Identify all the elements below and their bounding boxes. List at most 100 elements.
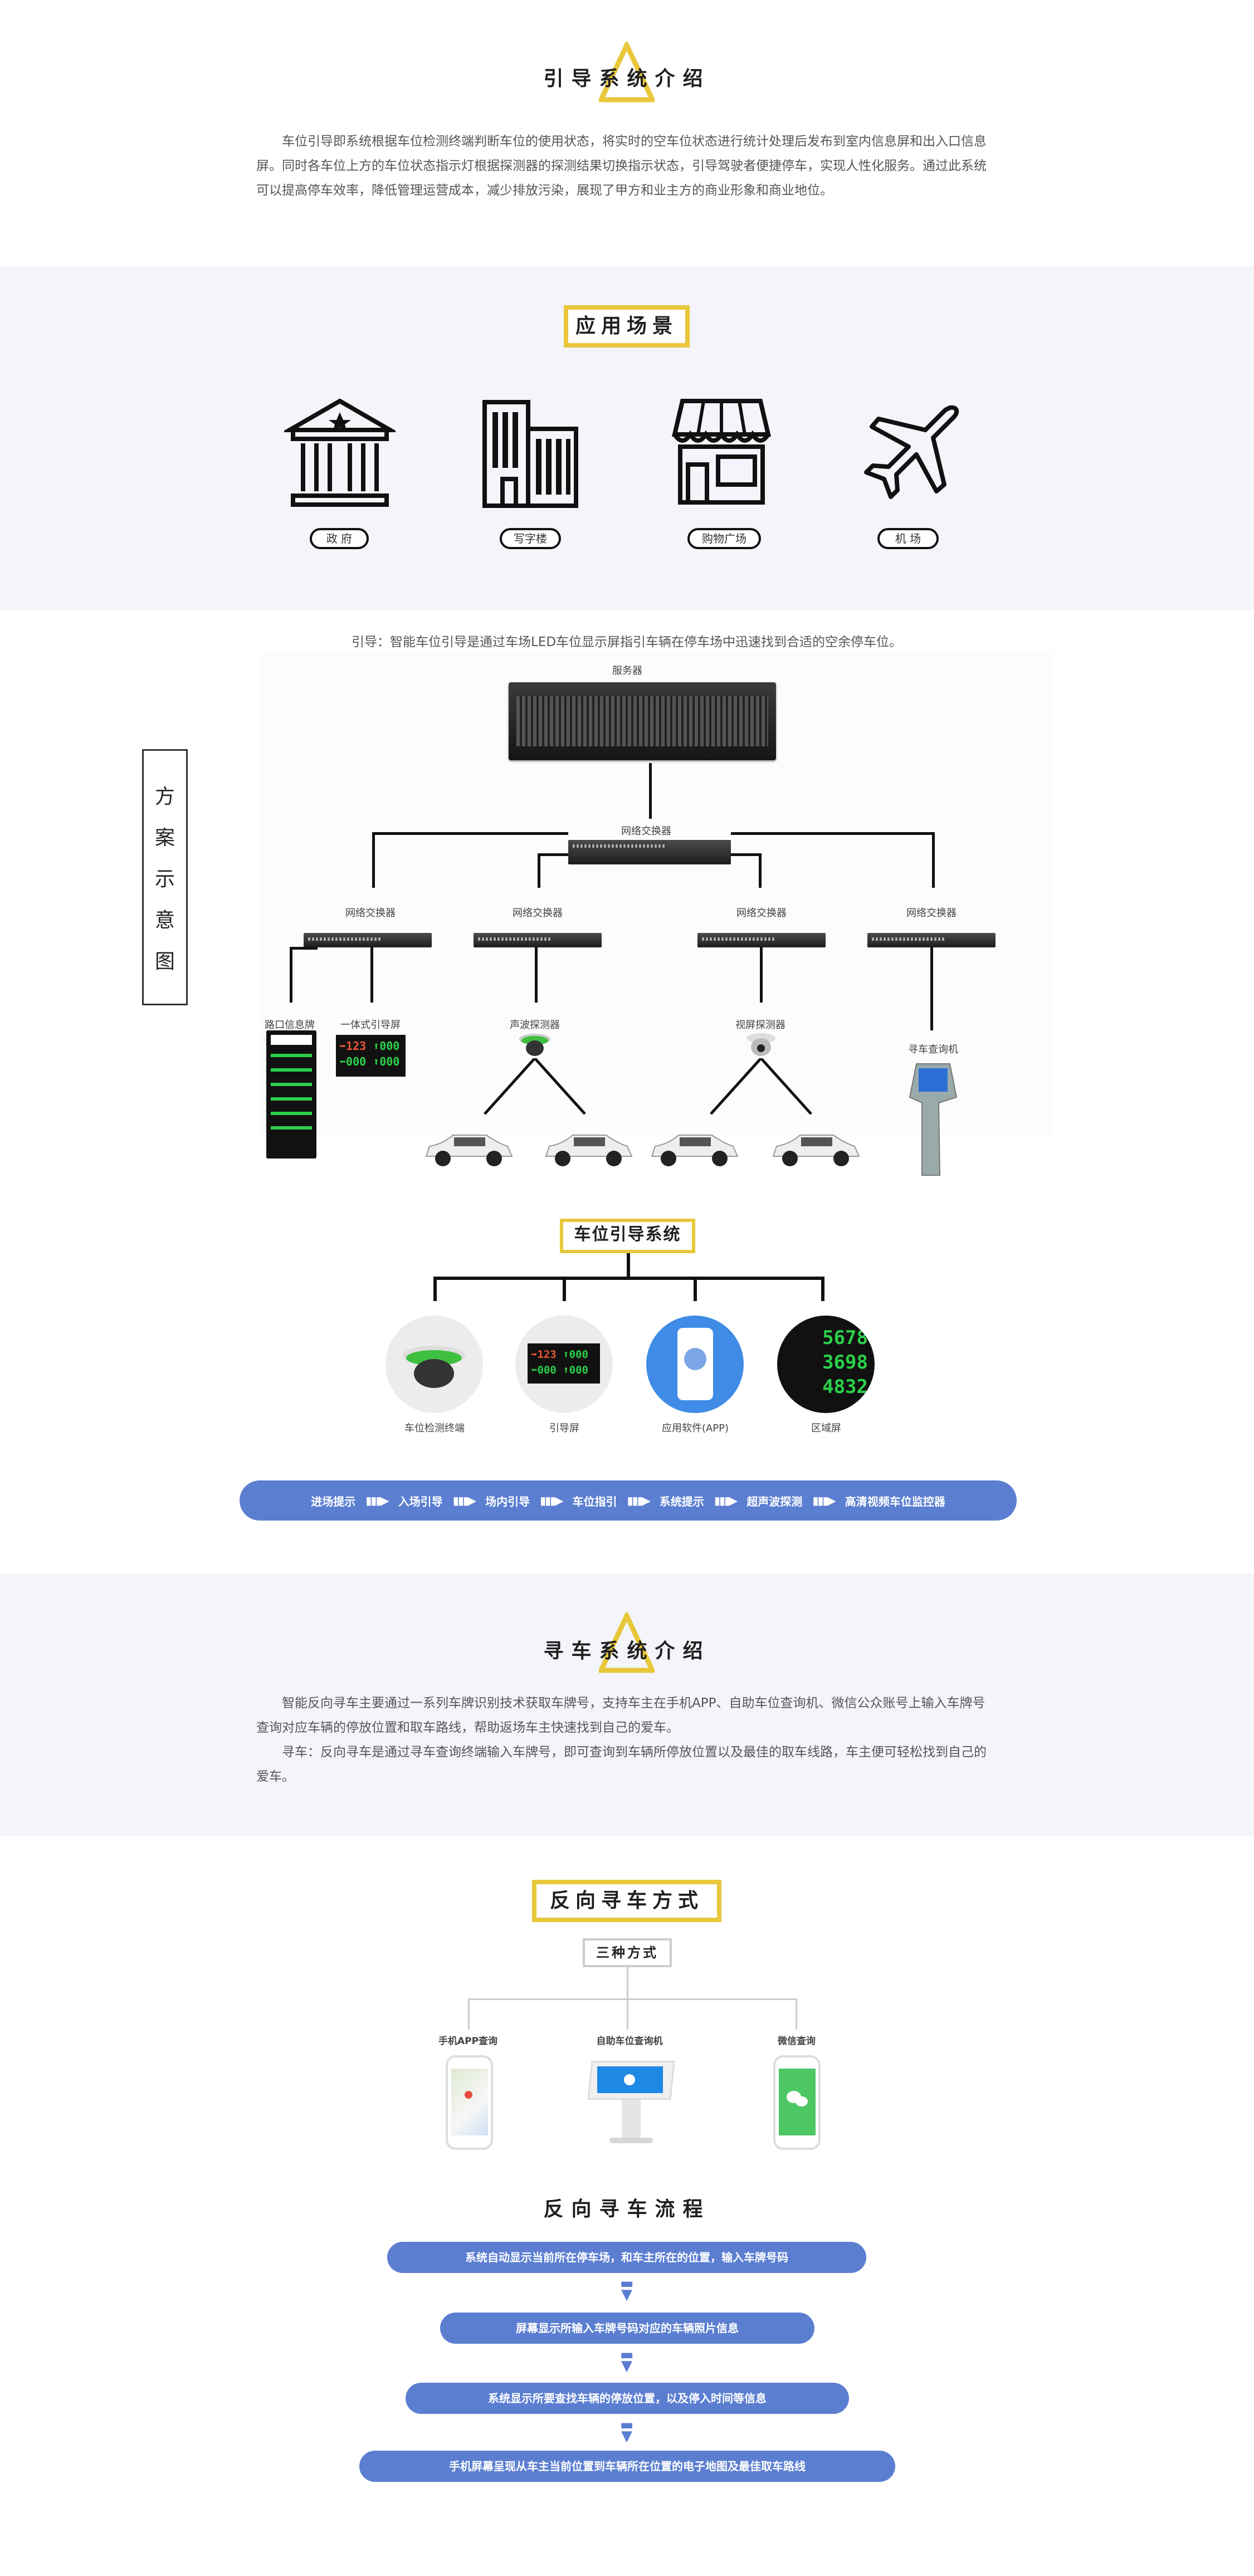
scheme-caption: 引导：智能车位引导是通过车场LED车位显示屏指引车辆在停车场中迅速找到合适的空余… xyxy=(351,635,902,649)
guidance-item-label: 引导屏 xyxy=(549,1423,579,1434)
kiosk-label: 寻车查询机 xyxy=(908,1044,958,1055)
region-number: 4832 xyxy=(822,1376,868,1398)
connector-line xyxy=(760,947,763,1003)
guidance-flow-bar: 进场提示▮▮▮▶ 入场引导▮▮▮▶ 场内引导▮▮▮▶ 车位指引▮▮▮▶ 系统提示… xyxy=(240,1480,1017,1521)
connector-line xyxy=(563,1277,566,1301)
video-detector-label: 视屏探测器 xyxy=(735,1019,785,1031)
connector-line xyxy=(468,1998,470,2030)
intro-title: 引导系统介绍 xyxy=(543,67,711,90)
connector-line xyxy=(538,853,568,856)
side-char: 案 xyxy=(154,827,175,849)
guide-screen-value: 000 xyxy=(569,1348,589,1361)
region-screen-image: 5678 3698 4832 xyxy=(777,1316,875,1413)
flow-arrow-icon: ▮▮▮▶ xyxy=(714,1494,738,1507)
app-phone-icon xyxy=(446,2055,493,2150)
core-switch-label: 网络交换器 xyxy=(621,825,671,837)
detector-terminal-image xyxy=(386,1316,483,1413)
guidance-item-label: 区域屏 xyxy=(811,1423,841,1434)
down-arrow-icon: ▬▼ xyxy=(619,2347,634,2374)
scene-label-office: 写字楼 xyxy=(500,528,561,549)
find-title: 寻车系统介绍 xyxy=(543,1640,711,1663)
region-number: 5678 xyxy=(822,1327,868,1349)
reverse-flow-title: 反向寻车流程 xyxy=(543,2198,711,2221)
reverse-step-3: 系统显示所要查找车辆的停放位置，以及停入时间等信息 xyxy=(406,2383,849,2414)
region-number: 3698 xyxy=(822,1351,868,1373)
wechat-phone-icon xyxy=(773,2055,821,2150)
connector-line xyxy=(372,832,375,888)
guide-screen-value: 000 xyxy=(537,1364,557,1376)
entrance-sign-label: 路口信息牌 xyxy=(265,1019,315,1031)
connector-line xyxy=(932,832,935,888)
guide-screen-value: 123 xyxy=(346,1039,367,1053)
connector-line xyxy=(759,853,762,888)
guidance-item-label: 应用软件(APP) xyxy=(661,1423,729,1434)
guide-screen-panel: ➡123 ⬆000 ⬅000 ⬆000 xyxy=(336,1035,406,1077)
connector-line xyxy=(731,832,935,835)
switch-label: 网络交换器 xyxy=(345,907,396,919)
car-icon xyxy=(772,1135,860,1166)
government-building-icon xyxy=(284,398,396,507)
connector-line xyxy=(433,1277,823,1280)
scene-label-mall: 购物广场 xyxy=(687,528,761,549)
airplane-icon xyxy=(864,405,959,499)
reverse-step-2: 屏幕显示所输入车牌号码对应的车辆照片信息 xyxy=(440,2313,814,2344)
video-detector-icon xyxy=(746,1033,775,1056)
connector-line xyxy=(796,1998,797,2030)
office-building-icon xyxy=(482,400,578,508)
connector-line xyxy=(627,1253,630,1278)
app-image xyxy=(646,1316,744,1413)
guide-screen-value: 000 xyxy=(379,1039,400,1053)
entrance-sign-tower xyxy=(266,1030,316,1159)
shopping-mall-icon xyxy=(671,399,772,505)
flow-step: 场内引导 xyxy=(485,1494,530,1508)
find-text-2: 寻车：反向寻车是通过寻车查询终端输入车牌号，即可查询到车辆所停放位置以及最佳的取… xyxy=(256,1745,987,1784)
flow-arrow-icon: ▮▮▮▶ xyxy=(627,1494,651,1507)
side-char: 意 xyxy=(154,909,175,932)
connector-line xyxy=(370,947,373,1003)
network-switch xyxy=(304,933,432,947)
reverse-step-4: 手机屏幕呈现从车主当前位置到车辆所在位置的电子地图及最佳取车路线 xyxy=(359,2451,895,2482)
scene-label-airport: 机 场 xyxy=(877,528,939,549)
guide-screen-value: 000 xyxy=(569,1364,589,1376)
guidance-item-label: 车位检测终端 xyxy=(404,1423,465,1434)
side-char: 方 xyxy=(154,785,175,808)
kiosk-machine-icon xyxy=(587,2061,675,2144)
down-arrow-icon: ▬▼ xyxy=(619,2275,634,2303)
reverse-step-1: 系统自动显示当前所在停车场，和车主所在的位置，输入车牌号码 xyxy=(387,2242,866,2273)
method-label-kiosk: 自助车位查询机 xyxy=(596,2036,663,2047)
core-switch xyxy=(568,840,731,864)
triangle-decoration-icon xyxy=(599,1612,655,1673)
network-switch xyxy=(697,933,826,947)
flow-arrow-icon: ▮▮▮▶ xyxy=(452,1494,476,1507)
car-icon xyxy=(545,1135,633,1166)
guide-screen-image: ➡123 ⬆000 ⬅000 ⬆000 xyxy=(515,1316,613,1413)
down-arrow-icon: ▬▼ xyxy=(619,2417,634,2445)
find-text-1: 智能反向寻车主要通过一系列车牌识别技术获取车牌号，支持车主在手机APP、自助车位… xyxy=(256,1696,985,1735)
guide-screen-value: 000 xyxy=(379,1055,400,1068)
connector-line xyxy=(290,947,292,1003)
ultrasonic-detector-icon xyxy=(519,1034,550,1056)
triangle-decoration-icon xyxy=(599,42,655,102)
kiosk-icon xyxy=(909,1063,958,1176)
guide-screen-label: 一体式引导屏 xyxy=(340,1019,401,1031)
connector-line xyxy=(538,853,540,888)
flow-arrow-icon: ▮▮▮▶ xyxy=(812,1494,836,1507)
network-switch xyxy=(867,933,996,947)
scheme-side-title-box: 方 案 示 意 图 xyxy=(142,749,188,1005)
reverse-title: 反向寻车方式 xyxy=(532,1880,721,1922)
flow-step: 系统提示 xyxy=(659,1494,704,1508)
connector-line xyxy=(649,763,652,819)
phone-icon xyxy=(677,1328,713,1400)
guide-screen-value: 000 xyxy=(346,1055,367,1068)
switch-label: 网络交换器 xyxy=(906,907,957,919)
connector-line xyxy=(930,947,933,1030)
connector-line xyxy=(627,1967,628,1998)
connector-line xyxy=(535,947,538,1003)
flow-step: 车位指引 xyxy=(572,1494,617,1508)
flow-arrow-icon: ▮▮▮▶ xyxy=(540,1494,563,1507)
switch-label: 网络交换器 xyxy=(736,907,787,919)
reverse-subtitle: 三种方式 xyxy=(583,1938,672,1967)
server-label: 服务器 xyxy=(612,665,642,677)
flow-step: 进场提示 xyxy=(311,1494,356,1508)
connector-line xyxy=(290,947,318,950)
